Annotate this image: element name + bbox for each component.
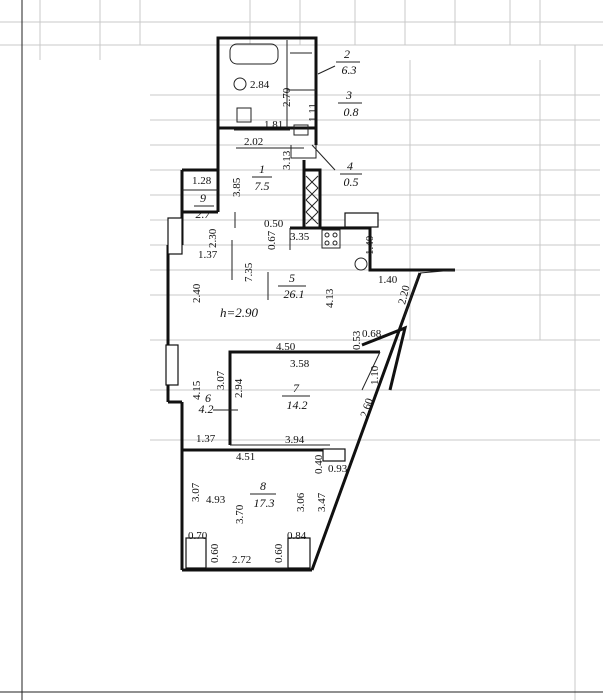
dim-label: 0.60 (273, 543, 285, 563)
dim-label: 2.60 (358, 396, 376, 418)
dim-label: 2.30 (207, 228, 219, 248)
bathroom-block (216, 36, 318, 145)
dim-label: 3.07 (215, 370, 227, 390)
dim-label: 2.02 (244, 136, 263, 148)
dim-label: 0.40 (313, 454, 325, 474)
dim-label: 4.50 (276, 341, 296, 353)
dim-label: 3.70 (234, 504, 246, 524)
dim-label: 1.28 (192, 175, 212, 187)
room-2-number: 2 (344, 47, 350, 61)
dim-label: 0.50 (264, 218, 284, 230)
dim-label: 2.84 (250, 79, 270, 91)
room-1-number: 1 (259, 162, 265, 176)
room-2-area: 6.3 (342, 63, 357, 77)
room-5-number: 5 (289, 271, 295, 285)
ceiling-height-label: h=2.90 (220, 305, 259, 320)
dim-label: 3.35 (290, 231, 310, 243)
dim-label: 3.94 (285, 434, 305, 446)
dim-label: 0.84 (287, 530, 307, 542)
room-4-niche (290, 144, 336, 171)
dim-label: 1.40 (378, 274, 398, 286)
dim-label: 2.72 (232, 554, 251, 566)
room-9-area: 2.7 (196, 207, 212, 221)
room-3-area: 0.8 (344, 105, 359, 119)
dim-label: 4.93 (206, 494, 226, 506)
dim-label: 0.60 (209, 543, 221, 563)
dim-label: 2.70 (281, 87, 293, 107)
room-4-area: 0.5 (344, 175, 359, 189)
dim-label: 0.53 (351, 330, 363, 350)
room-3-number: 3 (345, 88, 352, 102)
room-8-number: 8 (260, 479, 266, 493)
dim-label: 1.37 (198, 249, 218, 261)
dim-label: 2.94 (233, 378, 245, 398)
vent-shaft (302, 168, 322, 230)
room-4-number: 4 (347, 159, 353, 173)
room-labels: 2 6.3 3 0.8 1 7.5 4 0.5 9 2.7 5 26.1 6 4… (194, 47, 362, 510)
dim-label: 3.58 (290, 358, 310, 370)
window-room-8-right (287, 537, 311, 569)
sink-icon (233, 77, 247, 91)
dim-label: 3.07 (190, 482, 202, 502)
outer-walls (166, 210, 456, 572)
inner-walls (182, 325, 408, 462)
room-6-number: 6 (205, 391, 211, 405)
windows (165, 217, 311, 569)
room-7-number: 7 (293, 381, 300, 395)
dim-label: 1.81 (264, 119, 283, 131)
dimension-lines (213, 129, 304, 411)
dim-label: 7.35 (243, 262, 255, 282)
window-room-8-left (185, 537, 207, 569)
dim-label: 3.13 (281, 150, 293, 170)
dim-label: 0.70 (188, 530, 208, 542)
room-1-area: 7.5 (255, 179, 270, 193)
stove-icon (321, 229, 341, 249)
kitchen-sink-icon (354, 257, 368, 271)
dim-label: 2.20 (396, 284, 412, 306)
dim-label: 0.93 (328, 463, 348, 475)
dimension-labels: 2.84 2.70 1.11 1.81 2.02 3.13 3.85 1.28 … (188, 79, 413, 566)
dim-label: 2.40 (191, 283, 203, 303)
room-9-number: 9 (200, 191, 206, 205)
dim-label: 3.47 (316, 492, 328, 512)
dim-label: 0.67 (266, 230, 278, 250)
dim-label: 4.15 (191, 380, 203, 400)
dim-label: 4.51 (236, 451, 255, 463)
dim-label: 1.37 (196, 433, 216, 445)
room-7-area: 14.2 (287, 398, 308, 412)
dim-label: 4.13 (324, 288, 336, 308)
room-5-area: 26.1 (284, 287, 305, 301)
bathtub-icon (229, 43, 279, 65)
room-6-area: 4.2 (199, 402, 214, 416)
dim-label: 3.06 (295, 492, 307, 512)
dim-label: 0.68 (362, 328, 382, 340)
dim-label: 3.85 (231, 177, 243, 197)
dim-label: 1.10 (369, 365, 381, 385)
kitchen-fixtures (290, 212, 379, 271)
dim-label: 1.11 (307, 103, 319, 122)
room-8-area: 17.3 (254, 496, 275, 510)
dim-label: 1.40 (364, 235, 376, 255)
toilet-icon (236, 107, 252, 123)
